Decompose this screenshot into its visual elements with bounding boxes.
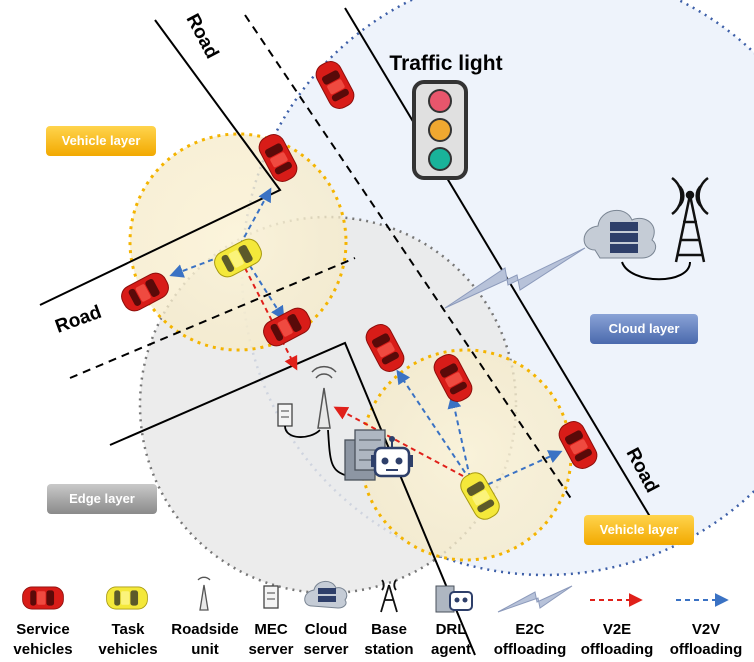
legend-drl-agent-icon: [435, 585, 473, 613]
edge-layer-badge: Edge layer: [47, 484, 157, 514]
robot-agent-icon: [371, 436, 413, 478]
roads: [39, 7, 656, 656]
vehicle-layer-badge-top: Vehicle layer: [46, 126, 156, 156]
cloud-server-icon: [583, 210, 657, 259]
cloud-to-base-link: [621, 261, 691, 281]
legend-mec-server-icon: [263, 585, 279, 609]
legend-icons: [22, 576, 729, 613]
edge-cables: [284, 425, 346, 476]
vehicle-layer-badge-bottom: Vehicle layer: [584, 515, 694, 545]
e2c-lightning-link: [444, 247, 586, 309]
traffic-light-icon: [412, 80, 468, 180]
mec-server-icon-scene: [277, 403, 293, 427]
legend-cloud-server-icon: [304, 581, 348, 609]
vehicle-zone-top: [128, 132, 348, 352]
cloud-layer-badge: Cloud layer: [590, 314, 698, 344]
roadside-unit-icon: [311, 365, 337, 429]
base-station-icon: [671, 176, 709, 263]
traffic-light-title: Traffic light: [389, 52, 502, 75]
road-label-left: Road: [53, 302, 105, 338]
legend-base-station-icon: [380, 579, 398, 613]
legend-roadside-unit-icon: [197, 576, 211, 611]
road-label-top: Road: [182, 10, 223, 62]
legend-yellow-car-icon: [106, 586, 148, 610]
v2e-arrows: [244, 267, 464, 477]
legend-red-car-icon: [22, 586, 64, 610]
legend-lightning-icon: [497, 585, 573, 613]
